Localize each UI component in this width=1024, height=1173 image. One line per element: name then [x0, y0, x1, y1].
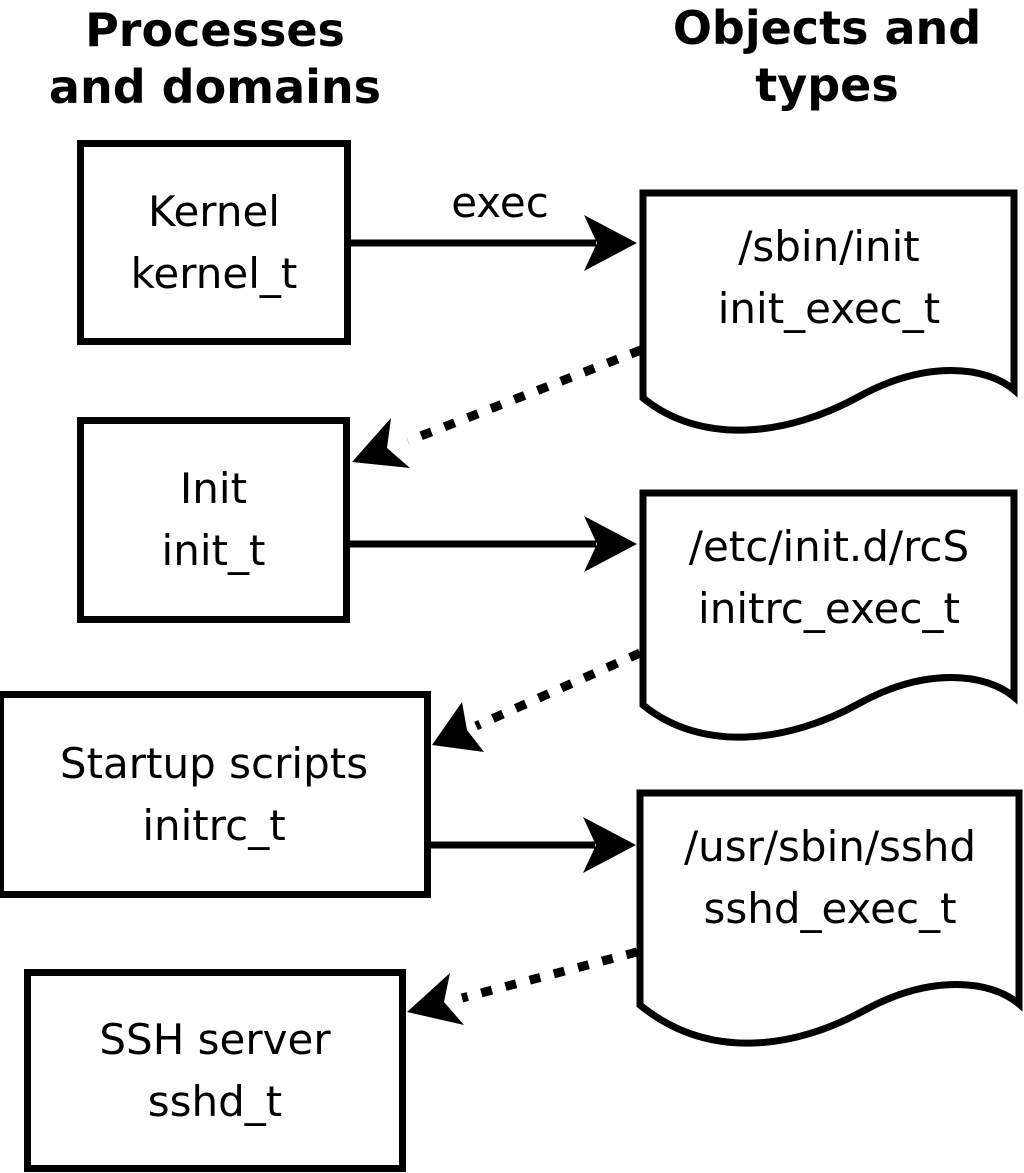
exec-arrow-initrc-to-sshd [428, 817, 636, 873]
document-shape-usr-sbin-sshd [636, 789, 1023, 1047]
exec-arrow-label: exec [451, 178, 549, 227]
process-label: Init [179, 464, 248, 513]
process-type: initrc_t [142, 800, 286, 850]
process-box-init: Init init_t [77, 417, 350, 623]
transition-arrow-sbin-init-to-init [352, 345, 643, 468]
process-label: Kernel [148, 186, 280, 236]
exec-arrow-kernel-to-sbin-init [350, 215, 637, 271]
transition-arrow-sshd-exec-to-sshd [407, 947, 639, 1025]
header-right-line2: types [755, 58, 899, 112]
process-label: SSH server [99, 1014, 331, 1064]
process-type: sshd_t [147, 1076, 283, 1126]
process-box-kernel: Kernel kernel_t [77, 140, 351, 345]
process-type: kernel_t [130, 248, 298, 298]
process-box-ssh-server: SSH server sshd_t [24, 969, 406, 1172]
column-header-objects: Objects and types [630, 0, 1024, 114]
header-left-line2: and domains [48, 60, 382, 114]
document-shape-etc-initd-rcs [639, 489, 1018, 741]
header-left-line1: Processes [85, 3, 345, 57]
header-right-line1: Objects and [672, 1, 982, 55]
process-type: init_t [161, 526, 266, 575]
document-shape-sbin-init [639, 189, 1018, 434]
process-label: Startup scripts [59, 738, 369, 788]
process-box-startup-scripts: Startup scripts initrc_t [0, 691, 431, 898]
column-header-processes: Processes and domains [10, 2, 420, 116]
transition-arrow-rcs-to-initrc [432, 648, 642, 752]
exec-arrow-init-to-rcs [350, 516, 637, 572]
